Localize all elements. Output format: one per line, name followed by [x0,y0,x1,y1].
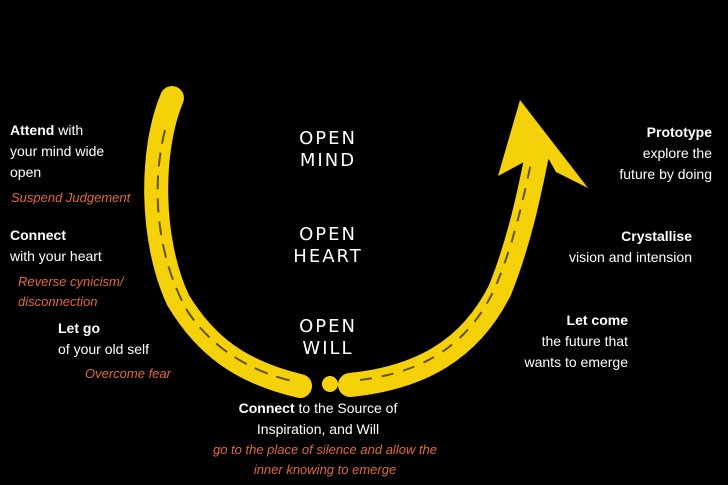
attend-line3: open [10,164,42,180]
connect-heart-note2: disconnection [18,294,98,309]
letgo-title: Let go [58,320,100,336]
attend-title: Attend [10,122,55,138]
open-heart-label: OPEN HEART [248,224,408,268]
source-note1: go to the place of silence and allow the [212,442,438,457]
source-rest: to the Source of [294,400,398,416]
connect-heart-note1: Reverse cynicism/ [18,274,124,289]
crystallise-title: Crystallise [621,228,692,244]
letgo-note: Overcome fear [85,366,171,381]
attend-block: Attend with your mind wide open [10,120,104,183]
letcome-block: Let come the future that wants to emerge [478,310,629,373]
bottom-dot [322,376,338,392]
attend-rest: with [54,122,84,138]
prototype-line3: future by doing [619,166,712,182]
crystallise-line2: vision and intension [569,249,692,265]
source-note2: inner knowing to emerge [253,462,397,477]
attend-note: Suspend Judgement [11,190,131,205]
prototype-title: Prototype [646,124,712,140]
left-brush-stroke [144,86,312,398]
open-will-line2: WILL [302,338,354,359]
letcome-line3: wants to emerge [524,354,629,370]
source-line2: Inspiration, and Will [256,421,380,437]
letcome-line2: the future that [541,333,628,349]
open-will-label: OPEN WILL [248,316,408,360]
prototype-block: Prototype explore the future by doing [560,122,712,185]
right-brush-texture [359,157,533,381]
crystallise-block: Crystallise vision and intension [540,226,692,268]
prototype-line2: explore the [642,145,712,161]
letgo-block: Let go of your old self [58,318,149,360]
right-brush-stroke [338,138,550,397]
letgo-line2: of your old self [58,341,150,357]
attend-line2: your mind wide [10,143,105,159]
connect-heart-line2: with your heart [10,248,102,264]
source-note: go to the place of silence and allow the… [190,440,460,480]
connect-heart-title: Connect [10,227,66,243]
source-block: Connect to the Source of Inspiration, an… [218,398,418,440]
open-will-line1: OPEN [299,316,357,337]
open-heart-line1: OPEN [299,224,357,245]
left-brush-texture [156,129,297,383]
open-mind-label: OPEN MIND [248,128,408,172]
arrowhead [498,100,588,188]
connect-heart-note: Reverse cynicism/ disconnection [18,272,123,312]
open-mind-line1: OPEN [299,128,357,149]
letcome-title: Let come [566,312,628,328]
open-heart-line2: HEART [293,246,363,267]
connect-heart-block: Connect with your heart [10,225,102,267]
open-mind-line2: MIND [299,150,357,171]
source-title: Connect [238,400,295,416]
